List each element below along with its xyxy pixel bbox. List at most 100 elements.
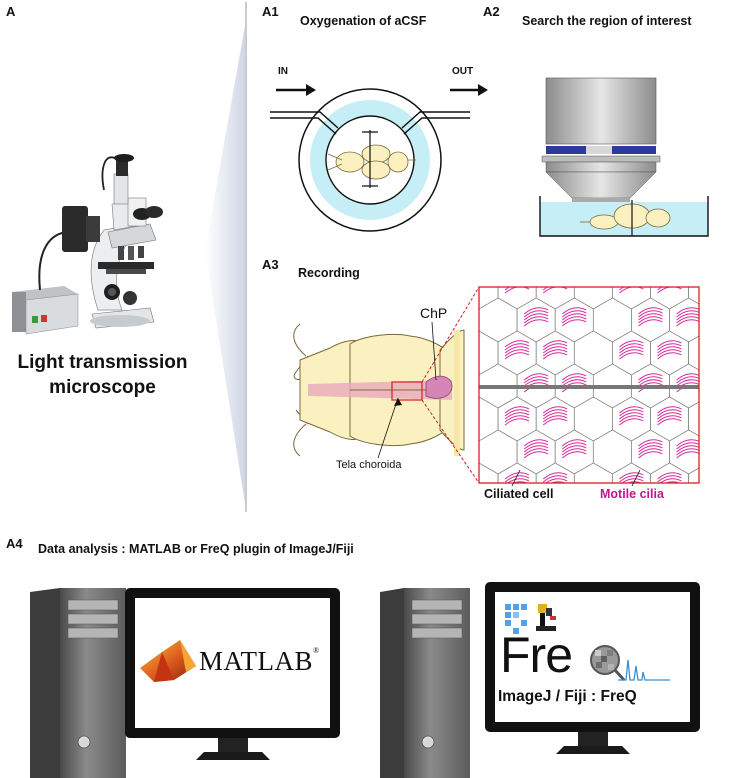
cilium <box>638 448 663 456</box>
cilium <box>638 251 662 257</box>
cilium <box>542 409 568 417</box>
cilium <box>542 472 568 480</box>
computer-tower-right <box>380 588 470 778</box>
panel-a1-label: A1 <box>262 4 279 19</box>
cilium <box>523 373 549 381</box>
cilium <box>523 445 549 453</box>
epithelial-cell <box>593 232 631 276</box>
cilium <box>523 376 549 384</box>
epithelial-cell <box>422 463 460 507</box>
cilium <box>504 287 511 291</box>
cilium <box>657 409 682 417</box>
cilium <box>657 287 659 288</box>
panel-a4-title: Data analysis : MATLAB or FreQ plugin of… <box>38 542 354 556</box>
dish <box>539 196 709 237</box>
cilium <box>524 509 548 515</box>
epithelial-cell <box>479 496 517 540</box>
cilium <box>619 409 644 417</box>
cilium <box>504 343 530 351</box>
cilium <box>542 418 568 426</box>
computer-tower-left <box>30 588 126 778</box>
cilium <box>523 379 549 387</box>
cilium <box>657 340 682 348</box>
cilium <box>505 287 506 288</box>
freq-caption: ImageJ / Fiji : FreQ <box>498 688 637 705</box>
panel-a1-title: Oxygenation of aCSF <box>300 14 427 28</box>
cilium <box>523 307 549 315</box>
cilium <box>448 515 472 521</box>
cilium <box>562 515 586 521</box>
cilium <box>429 278 453 284</box>
cilium <box>448 308 472 314</box>
cilium <box>561 442 587 450</box>
objective-lens <box>541 77 661 206</box>
cilium <box>504 340 530 348</box>
cilium <box>448 509 472 515</box>
epithelial-cell <box>422 265 460 309</box>
cilium <box>638 515 662 521</box>
cilium <box>657 352 682 360</box>
motile-cilia-label: Motile cilia <box>600 487 664 501</box>
epithelial-cell <box>555 232 593 276</box>
cilium <box>429 485 453 491</box>
cilium <box>448 506 472 512</box>
epithelial-cell <box>670 232 708 276</box>
epithelial-cell <box>688 401 699 437</box>
cilium <box>448 311 472 317</box>
cilium <box>619 412 644 420</box>
cilium <box>448 251 472 257</box>
zoom-wedge <box>205 20 246 510</box>
microscope-icon <box>12 154 163 335</box>
cilium <box>504 352 530 360</box>
cilium <box>543 287 544 288</box>
cilium <box>657 472 682 480</box>
freq-magnifier-icon <box>590 645 626 682</box>
cilium <box>504 412 530 420</box>
cilium <box>561 439 587 447</box>
cilium <box>524 515 548 521</box>
panel-a3-label: A3 <box>262 257 279 272</box>
cilium <box>657 343 682 351</box>
cilium <box>638 245 662 251</box>
cilium <box>504 349 530 357</box>
cilium <box>619 472 644 480</box>
ciliated-epithelium <box>422 232 708 540</box>
epithelial-cell <box>670 496 708 540</box>
cilium <box>524 245 548 251</box>
cilium <box>429 287 453 293</box>
epithelial-cell <box>441 496 479 540</box>
cilium <box>619 418 644 426</box>
cilium <box>504 418 530 426</box>
cilium <box>504 472 530 480</box>
panel-a2-title: Search the region of interest <box>522 14 692 28</box>
cilium <box>448 317 472 323</box>
cilium <box>677 512 701 518</box>
cilium <box>677 518 701 524</box>
cilium <box>657 418 682 426</box>
cilium <box>507 478 530 483</box>
oxygenation-chamber <box>270 84 488 232</box>
cilium <box>657 475 682 483</box>
cilium <box>677 251 701 257</box>
cilium <box>524 506 548 512</box>
cilium <box>523 310 549 318</box>
fiji-icon <box>505 604 527 634</box>
cilium <box>523 313 549 321</box>
ciliated-cell-label: Ciliated cell <box>484 487 554 501</box>
cilium <box>561 376 587 384</box>
matlab-wordmark: MATLAB <box>199 646 314 676</box>
cilium <box>523 448 549 456</box>
cilium <box>658 275 682 281</box>
cilium <box>562 506 586 512</box>
panel-a2-label: A2 <box>483 4 500 19</box>
cilium <box>429 473 453 479</box>
cilium <box>619 287 621 288</box>
cilium <box>523 439 549 447</box>
cilium <box>657 412 682 420</box>
cilium <box>561 316 587 324</box>
microscope-title: Light transmission microscope <box>0 350 205 400</box>
epithelial-cell <box>441 232 479 276</box>
cilium <box>619 287 644 294</box>
cilium <box>504 287 530 294</box>
